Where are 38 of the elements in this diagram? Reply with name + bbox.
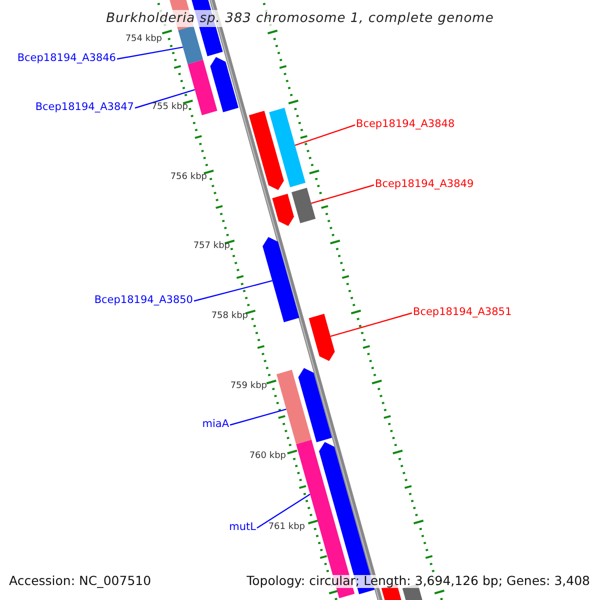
scale-label: 757 kbp xyxy=(193,242,230,252)
gene-pentagon xyxy=(272,194,294,226)
leader-line xyxy=(311,184,374,204)
gene-pentagon xyxy=(298,368,332,442)
scale-label: 755 kbp xyxy=(151,103,188,112)
gene-bar xyxy=(292,188,316,224)
scale-label: 754 kbp xyxy=(125,35,162,44)
scale-label: 760 kbp xyxy=(249,452,286,462)
gene-pentagon xyxy=(262,237,300,322)
gene-bar xyxy=(276,370,312,444)
leader-line xyxy=(330,312,412,337)
gene-bar xyxy=(269,108,306,188)
gene-pentagon xyxy=(248,110,284,190)
gene-label: Bcep18194_A3851 xyxy=(413,307,512,318)
scale-label: 758 kbp xyxy=(211,312,248,322)
scale-label: 759 kbp xyxy=(230,382,267,392)
scale-label: 761 kbp xyxy=(268,523,305,532)
gene-label: miaA xyxy=(202,419,229,430)
leader-line xyxy=(230,408,286,426)
leader-line xyxy=(194,280,272,302)
gene-label: Bcep18194_A3850 xyxy=(94,295,193,306)
title: Burkholderia sp. 383 chromosome 1, complete genome xyxy=(105,10,495,27)
gene-label: Bcep18194_A3846 xyxy=(17,53,116,64)
leader-line xyxy=(134,89,195,109)
gene-bar xyxy=(188,60,218,116)
scale-label: 756 kbp xyxy=(170,173,207,182)
gene-label: Bcep18194_A3849 xyxy=(375,179,474,190)
leader-line xyxy=(294,124,356,146)
gene-pentagon xyxy=(308,314,335,361)
leader-line xyxy=(256,494,310,528)
gene-pentagon xyxy=(210,57,238,112)
accession-text: Accession: NC_007510 xyxy=(9,575,152,588)
gene-label: Bcep18194_A3848 xyxy=(356,119,455,130)
gene-label: Bcep18194_A3847 xyxy=(35,102,134,112)
gene-bar xyxy=(178,26,204,64)
gene-label: mutL xyxy=(229,522,256,532)
genome-summary-text: Topology: circular; Length: 3,694,126 bp; Genes: 3,408 xyxy=(246,575,590,588)
leader-line xyxy=(116,46,183,60)
